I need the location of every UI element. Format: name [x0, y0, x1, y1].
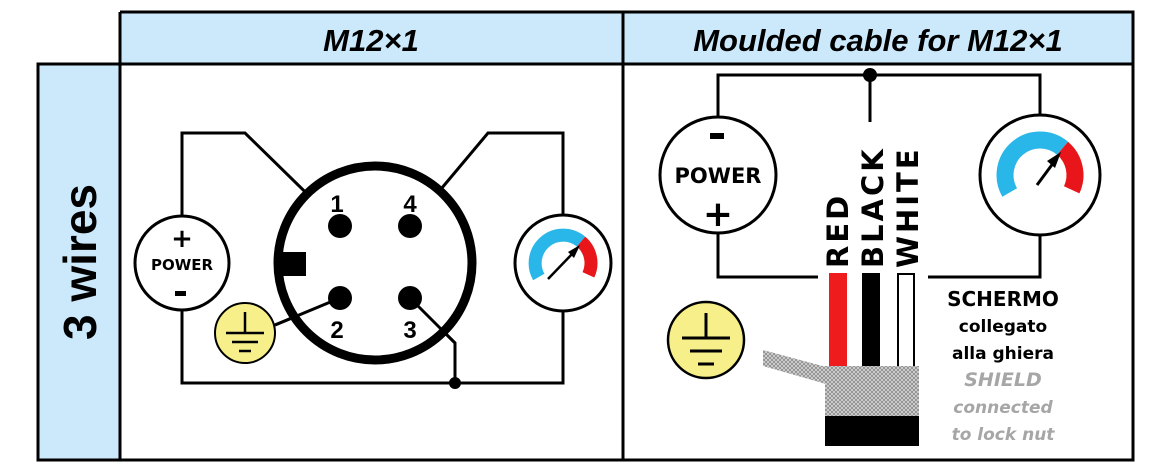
cable-shield — [825, 366, 919, 416]
pin-4 — [398, 214, 422, 238]
note-shield: SHIELD — [964, 369, 1042, 391]
note-to-lock-nut: to lock nut — [952, 425, 1056, 445]
pin-2 — [328, 286, 352, 310]
row-label-cell — [38, 64, 120, 460]
column-header-moulded-cable: Moulded cable for M12×1 — [693, 23, 1063, 58]
row-label-3-wires: 3 wires — [54, 184, 106, 340]
note-schermo: SCHERMO — [947, 287, 1059, 311]
wire-label-black: BLACK — [856, 146, 890, 268]
junction-dot — [863, 68, 877, 82]
pin-1 — [328, 214, 352, 238]
svg-text:POWER: POWER — [151, 256, 214, 274]
wire-label-red: RED — [821, 193, 855, 268]
pin-label-1: 1 — [330, 191, 343, 218]
m12-diagram: 1 4 2 3 + POWER — [133, 131, 613, 389]
pin-label-3: 3 — [403, 317, 416, 344]
junction-dot — [449, 377, 461, 389]
svg-text:+: + — [171, 224, 193, 254]
column-header-m12: M12×1 — [323, 23, 419, 58]
connector-key — [282, 252, 306, 276]
note-alla-ghiera: alla ghiera — [952, 344, 1054, 364]
svg-text:+: + — [703, 194, 733, 235]
power-supply-icon: POWER + — [658, 115, 778, 235]
table-borders — [36, 10, 1135, 462]
cable-jacket — [825, 416, 919, 446]
wire-label-white: WHITE — [891, 146, 925, 268]
wire-black — [862, 273, 880, 367]
connector-pins — [328, 214, 422, 310]
note-collegato: collegato — [959, 317, 1047, 337]
minus-sign — [175, 291, 186, 296]
gauge-icon — [513, 213, 613, 313]
pin-3 — [398, 286, 422, 310]
wire-white — [897, 273, 915, 368]
shield-braid-strand — [763, 350, 830, 384]
power-supply-icon: + POWER — [133, 214, 231, 312]
note-connected: connected — [953, 398, 1053, 418]
circuit-wires — [716, 73, 1042, 279]
cable-diagram: POWER + RED BLACK WHITE SCHERMO collegat… — [658, 68, 1102, 446]
minus-sign — [710, 133, 724, 139]
header-row — [120, 12, 1133, 64]
pin-label-4: 4 — [403, 191, 417, 218]
ground-icon — [214, 302, 276, 364]
svg-text:POWER: POWER — [675, 164, 762, 188]
ground-icon — [666, 300, 746, 380]
wire-red — [829, 273, 847, 367]
gauge-icon — [978, 113, 1102, 237]
pin-label-2: 2 — [330, 317, 343, 344]
